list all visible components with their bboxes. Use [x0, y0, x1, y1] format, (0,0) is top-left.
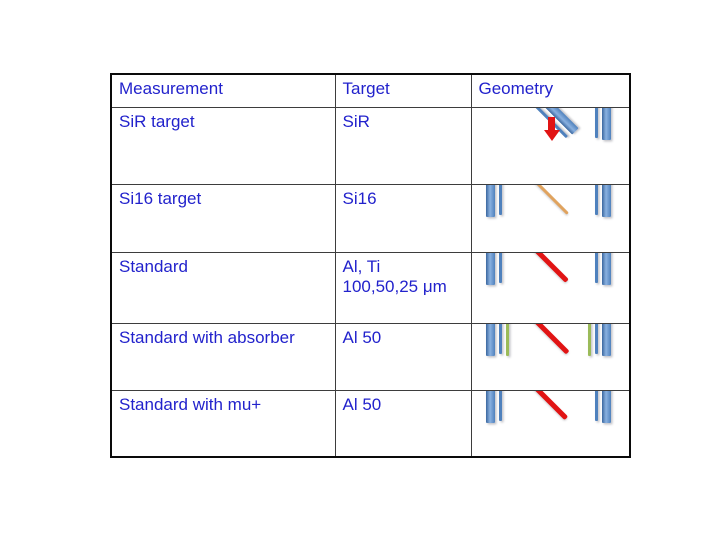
detector-bars-right — [595, 391, 611, 423]
blue-bar-thin — [595, 391, 598, 421]
measurement-cell: Standard with absorber — [110, 322, 336, 391]
detector-bars-left — [485, 324, 509, 356]
geometry-cell — [470, 322, 631, 391]
green-bar-thin — [587, 324, 591, 356]
blue-bar-thin — [595, 253, 598, 283]
table-row: Standard with absorber Al 50 — [110, 322, 631, 391]
blue-bar-thin — [595, 185, 598, 215]
header-measurement: Measurement — [110, 73, 336, 108]
table-row: SiR target SiR — [110, 106, 631, 185]
blue-bar-thin — [498, 324, 502, 354]
measurement-table: Measurement Target Geometry SiR target S… — [110, 73, 631, 458]
measurement-cell: Standard with mu+ — [110, 389, 336, 458]
red-beam — [517, 253, 569, 283]
blue-bar-thin — [498, 185, 502, 215]
table-row: Standard with mu+ Al 50 — [110, 389, 631, 458]
detector-bars-left — [485, 391, 502, 423]
blue-bar-thick — [602, 185, 611, 217]
blue-bar-thick — [485, 253, 495, 285]
green-bar-thin — [505, 324, 509, 356]
blue-bar-thick — [602, 108, 611, 140]
orange-beam — [517, 185, 569, 215]
detector-bars-right — [595, 185, 611, 217]
red-beam — [516, 324, 570, 355]
target-cell: Al 50 — [334, 322, 472, 391]
detector-bars-left — [485, 185, 502, 217]
header-row: Measurement Target Geometry — [110, 73, 631, 108]
blue-bar-thick — [485, 391, 495, 423]
table-row: Standard Al, Ti 100,50,25 μm — [110, 251, 631, 324]
geometry-cell — [470, 389, 631, 458]
geometry-cell — [470, 183, 631, 253]
blue-bar-thin — [498, 391, 502, 421]
arrow-head — [543, 129, 560, 141]
arrow-shaft — [548, 116, 555, 130]
target-cell: SiR — [334, 106, 472, 185]
target-cell: Si16 — [334, 183, 472, 253]
detector-bars-left — [485, 253, 502, 285]
geometry-cell — [470, 251, 631, 324]
blue-bar-thick — [602, 324, 611, 356]
blue-bar-thick — [602, 253, 611, 285]
detector-bars-right — [595, 108, 611, 140]
blue-bar-thin — [498, 253, 502, 283]
target-cell: Al, Ti 100,50,25 μm — [334, 251, 472, 324]
header-target: Target — [334, 73, 472, 108]
blue-bar-thick — [602, 391, 611, 423]
detector-bars-right — [587, 324, 611, 356]
target-cell: Al 50 — [334, 389, 472, 458]
blue-bar-thick — [485, 185, 495, 217]
red-down-arrow-icon — [543, 116, 560, 141]
measurement-cell: SiR target — [110, 106, 336, 185]
header-geometry: Geometry — [470, 73, 631, 108]
blue-bar-thin — [595, 108, 598, 138]
geometry-cell — [470, 106, 631, 185]
measurement-cell: Si16 target — [110, 183, 336, 253]
measurement-cell: Standard — [110, 251, 336, 324]
red-beam — [517, 391, 569, 420]
blue-bar-thick — [485, 324, 495, 356]
blue-bar-thin — [595, 324, 598, 354]
detector-bars-right — [595, 253, 611, 285]
table-row: Si16 target Si16 — [110, 183, 631, 253]
